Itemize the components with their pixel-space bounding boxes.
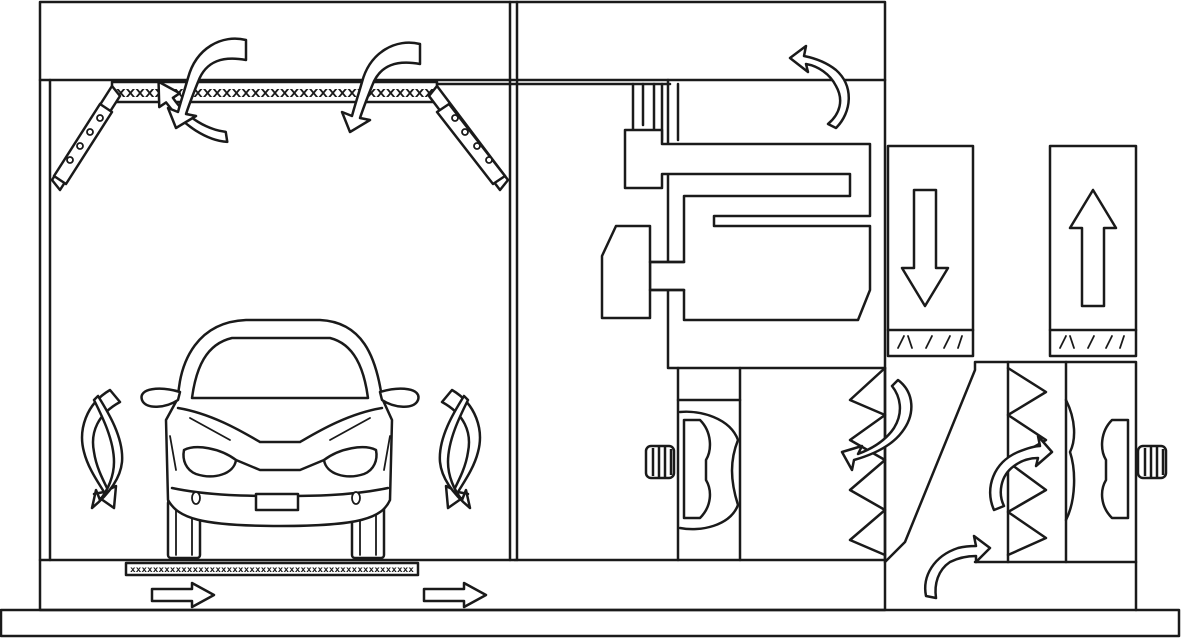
ceiling-filter-icon: XXXXXXXXXXXXXXXXXXXXXXXXXXXXXXXXX: [50, 80, 672, 192]
left-swirl-arrow-icon: [80, 388, 124, 510]
left-light-fixture: [50, 84, 122, 192]
floor-flow-arrow-left: [150, 581, 216, 609]
floor-flow-arrow-right: [422, 581, 488, 609]
heater-unit: [600, 78, 887, 370]
paint-chamber: [38, 0, 887, 612]
exhaust-flow-arrow-lower: [924, 534, 992, 600]
up-arrow-icon: [1068, 188, 1118, 308]
exhaust-fan-icon: [644, 444, 676, 480]
heater-exhaust-arrow-icon: [788, 44, 850, 130]
exhaust-flow-arrow-upper: [988, 434, 1054, 512]
ceiling-inflow-arrow-right: [340, 41, 422, 134]
supply-fan-section: [644, 366, 887, 562]
right-light-fixture: [427, 84, 510, 192]
floor-grate-icon: xxxxxxxxxxxxxxxxxxxxxxxxxxxxxxxxxxxxxxxx…: [124, 561, 420, 577]
duct-divider: [883, 360, 1138, 612]
exhaust-fan-section: [1064, 398, 1168, 522]
intake-stack: [886, 144, 975, 358]
exhaust-fan-icon-right: [1136, 444, 1168, 480]
ceiling-inflow-arrow-left: [166, 37, 248, 130]
exhaust-stack: [1048, 144, 1138, 358]
down-arrow-icon: [900, 188, 950, 308]
svg-text:xxxxxxxxxxxxxxxxxxxxxxxxxxxxxx: xxxxxxxxxxxxxxxxxxxxxxxxxxxxxxxxxxxxxxxx…: [130, 565, 414, 574]
right-swirl-arrow-icon: [438, 388, 482, 510]
booth-base: [0, 608, 1181, 638]
car-icon: [140, 318, 420, 560]
supply-flow-arrow: [840, 378, 913, 472]
